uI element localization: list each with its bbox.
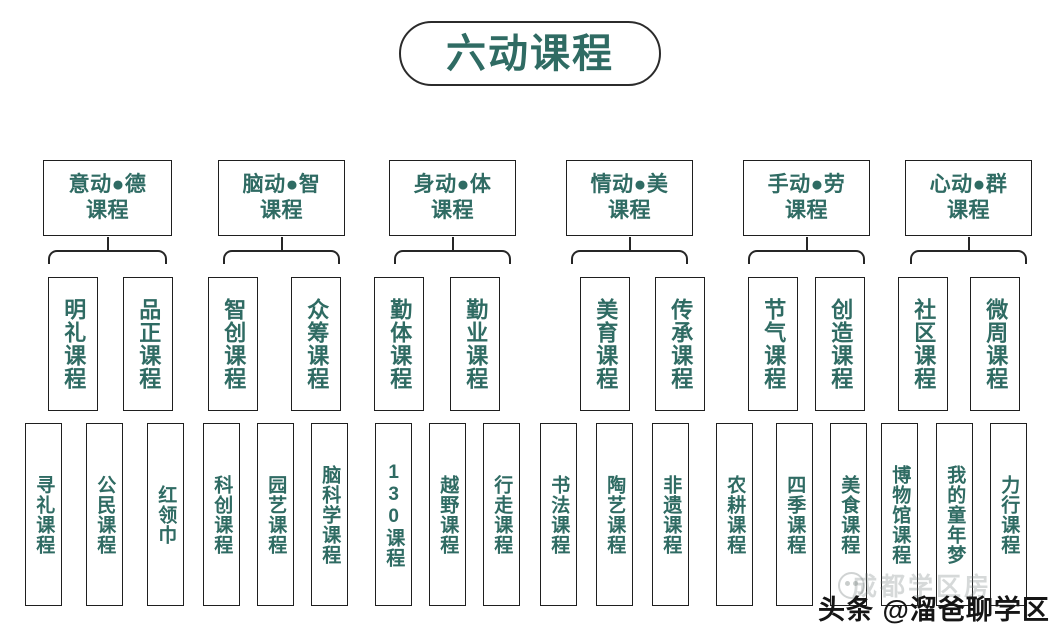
connector-branch-1	[223, 237, 340, 265]
connector-branch-0	[48, 237, 167, 265]
level1-node-3-line2: 课程	[608, 199, 651, 222]
level3-node-2-1: 越野课程	[429, 423, 466, 606]
level3-node-0-0: 寻礼课程	[25, 423, 62, 606]
root-node-label: 六动课程	[446, 31, 614, 76]
connector-stem	[106, 237, 109, 251]
level3-node-5-0: 博物馆课程	[881, 423, 918, 606]
level1-node-1-line1: 脑动●智	[242, 172, 321, 196]
level3-node-1-0: 科创课程	[203, 423, 240, 606]
level2-node-4-1: 创造课程	[815, 277, 865, 411]
level1-node-5: 心动●群 课程	[905, 160, 1032, 236]
level2-node-5-1: 微周课程	[970, 277, 1020, 411]
level1-node-1: 脑动●智 课程	[218, 160, 345, 236]
level3-node-1-1: 园艺课程	[257, 423, 294, 606]
connector-branch-5	[910, 237, 1027, 265]
connector-stem	[280, 237, 283, 251]
level3-node-2-2: 行走课程	[483, 423, 520, 606]
level3-node-3-0: 书法课程	[540, 423, 577, 606]
level3-node-1-2: 脑科学课程	[311, 423, 348, 606]
level2-node-0-1: 品正课程	[123, 277, 173, 411]
level2-node-1-1: 众筹课程	[291, 277, 341, 411]
level1-node-4-line1: 手动●劳	[767, 172, 846, 196]
level1-node-4: 手动●劳 课程	[743, 160, 870, 236]
level3-node-4-0: 农耕课程	[716, 423, 753, 606]
level2-node-4-0: 节气课程	[748, 277, 798, 411]
level1-node-5-line1: 心动●群	[929, 172, 1008, 196]
connector-branch-3	[571, 237, 688, 265]
level1-node-2-line2: 课程	[431, 199, 474, 222]
connector-bar	[910, 250, 1027, 264]
level1-node-3: 情动●美 课程	[566, 160, 693, 236]
level3-node-3-2: 非遗课程	[652, 423, 689, 606]
watermark-ghost-text: 成都学区房	[852, 573, 993, 601]
connector-stem	[628, 237, 631, 251]
level1-node-5-line2: 课程	[947, 199, 990, 222]
level1-node-0-line1: 意动●德	[68, 172, 147, 196]
watermark-logo-icon	[838, 572, 865, 599]
level3-node-0-1: 公民课程	[86, 423, 123, 606]
connector-stem	[805, 237, 808, 251]
connector-bar	[571, 250, 688, 264]
level1-node-0: 意动●德 课程	[43, 160, 172, 236]
level3-node-5-2: 力行课程	[990, 423, 1027, 606]
level3-node-4-1: 四季课程	[776, 423, 813, 606]
level1-node-0-line2: 课程	[86, 199, 129, 222]
watermark-text: 头条 @溜爸聊学区	[818, 595, 1050, 625]
level3-node-5-1: 我的童年梦	[936, 423, 973, 606]
level1-node-2-line1: 身动●体	[413, 172, 492, 196]
level2-node-3-0: 美育课程	[580, 277, 630, 411]
level3-node-2-0: 130课程	[375, 423, 412, 606]
connector-bar	[748, 250, 865, 264]
root-node-six-dong-curriculum: 六动课程	[399, 21, 661, 86]
connector-branch-4	[748, 237, 865, 265]
level2-node-0-0: 明礼课程	[48, 277, 98, 411]
level2-node-2-1: 勤业课程	[450, 277, 500, 411]
level2-node-1-0: 智创课程	[208, 277, 258, 411]
connector-bar	[223, 250, 340, 264]
connector-bar	[48, 250, 167, 264]
level2-node-3-1: 传承课程	[655, 277, 705, 411]
level3-node-0-2: 红领巾	[147, 423, 184, 606]
level3-node-3-1: 陶艺课程	[596, 423, 633, 606]
level2-node-5-0: 社区课程	[898, 277, 948, 411]
connector-stem	[451, 237, 454, 251]
connector-bar	[394, 250, 511, 264]
connector-branch-2	[394, 237, 511, 265]
connector-stem	[967, 237, 970, 251]
level1-node-3-line1: 情动●美	[590, 172, 669, 196]
level1-node-4-line2: 课程	[785, 199, 828, 222]
level1-node-2: 身动●体 课程	[389, 160, 516, 236]
level2-node-2-0: 勤体课程	[374, 277, 424, 411]
level1-node-1-line2: 课程	[260, 199, 303, 222]
